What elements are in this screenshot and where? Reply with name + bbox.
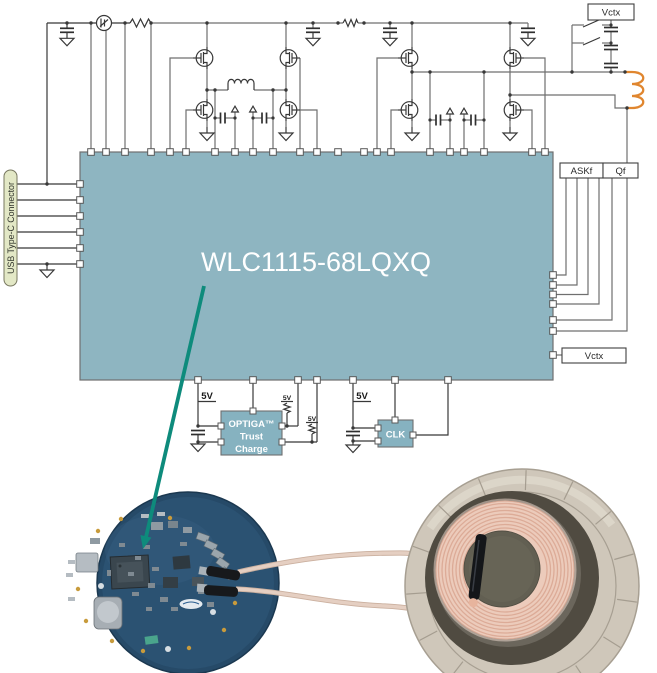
v5-left-label: 5V xyxy=(201,391,213,402)
optiga-label-line2: Trust xyxy=(240,432,264,443)
mosfet-symbol xyxy=(397,46,419,70)
pointer-arrow xyxy=(140,285,206,549)
resistor-symbol xyxy=(342,17,359,29)
askf-box: ASKf xyxy=(559,162,604,179)
capacitor-symbol xyxy=(59,23,75,47)
probe-flag-icon xyxy=(231,105,239,113)
clk-label: CLK xyxy=(386,430,406,441)
mosfet-symbol xyxy=(192,46,214,70)
component-symbols xyxy=(39,14,645,454)
capacitor-symbol xyxy=(219,111,226,125)
vctx-right-box: Vctx xyxy=(561,347,627,364)
resistor-symbol xyxy=(281,402,293,414)
capacitor-symbol xyxy=(435,113,442,127)
vctx-top-box: Vctx xyxy=(587,3,635,21)
gold-test-points xyxy=(75,515,238,654)
capacitor-symbol xyxy=(603,26,619,33)
v5-pullup2-label: 5V xyxy=(308,416,317,423)
capacitor-symbol xyxy=(520,23,536,47)
probe-flag-icon xyxy=(460,107,468,115)
center-probe xyxy=(468,533,487,608)
qf-label: Qf xyxy=(615,166,625,177)
ground-symbol xyxy=(278,126,294,142)
ground-symbol xyxy=(199,126,215,142)
vctx-top-label: Vctx xyxy=(602,8,621,19)
askf-label: ASKf xyxy=(571,166,593,177)
schematic-wiring xyxy=(17,18,628,443)
optiga-trust-charge-block: OPTIGA™ Trust Charge xyxy=(217,407,286,456)
supply-net-labels: 5V 5V 5V 5V xyxy=(198,391,371,424)
infineon-logo xyxy=(179,599,203,609)
capacitor-symbol xyxy=(603,44,619,51)
probe-flag-icon xyxy=(446,107,454,115)
chip-part-number: WLC1115-68LQXQ xyxy=(201,247,431,277)
resistor-symbol xyxy=(129,17,152,29)
capacitor-symbol xyxy=(305,23,321,47)
resistor-symbol xyxy=(306,423,318,435)
junction-dots xyxy=(45,21,629,444)
mosfet-symbol xyxy=(503,46,525,70)
probe-flag-icon xyxy=(249,105,257,113)
clk-block: CLK xyxy=(374,416,417,448)
vctx-right-label: Vctx xyxy=(585,351,604,362)
mosfet-symbol xyxy=(279,98,301,122)
tx-coil-symbol xyxy=(625,70,645,110)
crystal-component xyxy=(75,552,99,573)
inductor-symbol xyxy=(227,78,255,90)
mosfet-symbol xyxy=(192,98,214,122)
power-inductor-component xyxy=(93,596,123,630)
pcb-photo xyxy=(66,491,280,673)
ground-symbol xyxy=(502,126,518,142)
capacitor-symbol xyxy=(470,113,477,127)
chip-pins xyxy=(76,148,557,384)
usb-type-c-connector: USB Type-C Connector xyxy=(3,169,18,287)
capacitor-symbol xyxy=(603,62,619,69)
mosfet-symbol xyxy=(397,98,419,122)
capacitor-symbol xyxy=(382,23,398,47)
qf-box: Qf xyxy=(602,162,639,179)
wlc-chip-body xyxy=(79,151,554,381)
green-component xyxy=(144,635,159,645)
optiga-label-line3: Charge xyxy=(235,444,268,455)
mosfet-symbol xyxy=(279,46,301,70)
v5-pullup1-label: 5V xyxy=(283,395,292,402)
ground-symbol xyxy=(39,263,55,279)
coil-photo xyxy=(404,468,640,673)
usb-connector-label: USB Type-C Connector xyxy=(6,182,16,274)
mosfet-symbol xyxy=(503,98,525,122)
ground-symbol xyxy=(404,126,420,142)
optiga-label-line1: OPTIGA™ xyxy=(229,419,275,430)
v5-clk-label: 5V xyxy=(356,391,368,402)
wire-sleeve xyxy=(206,565,241,581)
load-switch-icon xyxy=(95,14,113,32)
capacitor-symbol xyxy=(261,111,268,125)
wire-sleeve xyxy=(203,585,239,597)
